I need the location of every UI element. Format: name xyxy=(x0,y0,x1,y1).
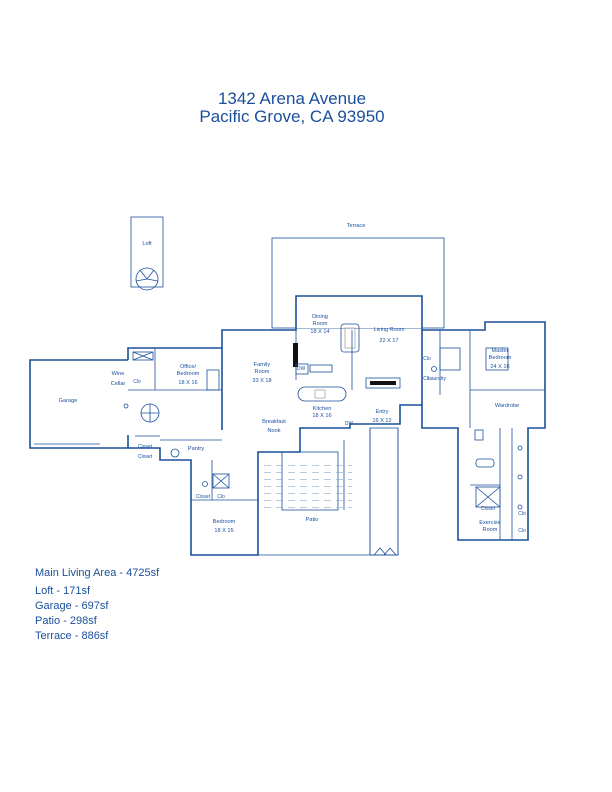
label-terrace: Terrace xyxy=(347,223,366,229)
label-dishwasher: DW xyxy=(297,366,306,372)
loft-room xyxy=(130,216,164,291)
label-family-2: Room xyxy=(255,369,270,375)
label-master-2: Bedroom xyxy=(489,355,512,361)
label-master: Master xyxy=(491,348,508,354)
label-kitchen: Kitchen xyxy=(313,406,332,412)
label-clo-living-2: Clo xyxy=(423,376,431,382)
label-wardrobe: Wardrobe xyxy=(495,403,519,409)
label-clo-exercise-2: Clo xyxy=(518,528,526,534)
label-breakfast: Breakfast xyxy=(262,419,286,425)
label-clo-living: Clo xyxy=(423,356,431,362)
label-patio: Patio xyxy=(306,517,319,523)
label-bedroom-dim: 18 X 15 xyxy=(214,528,233,534)
label-living: Living Room xyxy=(373,327,404,333)
area-patio: Patio - 298sf xyxy=(35,615,97,627)
label-closet-1: Closet xyxy=(138,444,153,450)
area-main: Main Living Area - 4725sf xyxy=(35,567,160,579)
label-clo-bedroom: Clo xyxy=(217,494,225,500)
label-kitchen-dim: 18 X 16 xyxy=(312,413,331,419)
label-laundry: Laundry xyxy=(428,376,447,382)
label-bedroom: Bedroom xyxy=(213,519,236,525)
label-office-2: Bedroom xyxy=(177,371,200,377)
label-pantry: Pantry xyxy=(188,446,204,452)
label-dining-dim: 18 X 14 xyxy=(310,329,329,335)
area-garage: Garage - 697sf xyxy=(35,600,109,612)
label-master-dim: 24 X 16 xyxy=(490,364,509,370)
label-office-dim: 18 X 16 xyxy=(178,380,197,386)
label-wine: Wine xyxy=(112,371,125,377)
area-loft: Loft - 171sf xyxy=(35,585,91,597)
label-dining: Dining xyxy=(312,314,328,320)
label-family: Family xyxy=(254,362,271,368)
address-line-1: 1342 Arena Avenue xyxy=(217,89,367,108)
label-loft: Loft xyxy=(142,241,152,247)
label-dishwasher-2: DW xyxy=(345,421,354,427)
patio-area xyxy=(258,428,371,556)
garage-room xyxy=(29,359,129,449)
area-terrace: Terrace - 886sf xyxy=(35,630,109,642)
label-entry: Entry xyxy=(375,409,388,415)
fixtures xyxy=(132,323,523,510)
address-line-2: Pacific Grove, CA 93950 xyxy=(199,107,385,126)
label-clo-exercise: Clo xyxy=(518,511,526,517)
label-entry-dim: 16 X 12 xyxy=(372,418,391,424)
label-closet-bedroom: Closet xyxy=(196,494,211,500)
label-exercise-2: Room xyxy=(483,527,498,533)
main-house-walls xyxy=(127,295,546,556)
walkway xyxy=(369,427,399,556)
label-garage: Garage xyxy=(59,398,78,404)
label-clo-wine: Clo xyxy=(133,379,141,385)
terrace-area xyxy=(271,237,445,329)
label-breakfast-2: Nook xyxy=(267,428,280,434)
label-closet-exercise: Closet xyxy=(481,506,496,512)
label-exercise: Exercise xyxy=(479,520,500,526)
label-living-dim: 22 X 17 xyxy=(379,338,398,344)
label-dining-2: Room xyxy=(313,321,328,327)
label-wine-2: Cellar xyxy=(111,381,126,387)
label-closet-2: Closet xyxy=(138,454,153,460)
label-office: Office/ xyxy=(180,364,197,370)
label-family-dim: 33 X 18 xyxy=(252,378,271,384)
